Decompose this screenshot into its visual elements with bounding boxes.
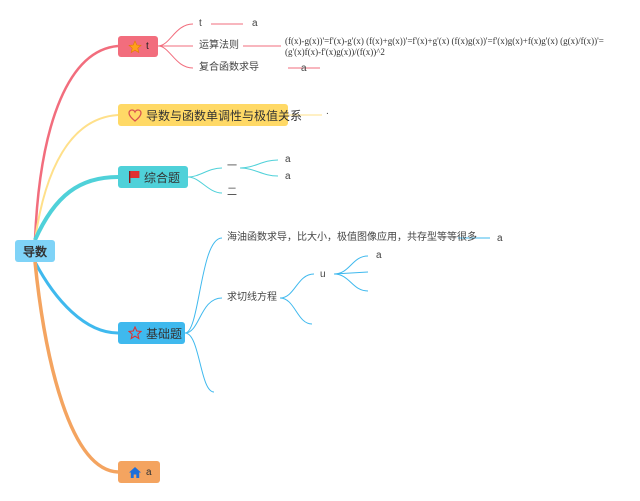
branch-t2: [34, 114, 119, 241]
t3-child-1-leaf-1[interactable]: a: [285, 154, 291, 165]
branch-t4: [33, 261, 119, 335]
branch-t5: [33, 261, 119, 474]
heart-icon: [128, 108, 142, 122]
t1-child-1-leaf[interactable]: a: [252, 18, 258, 29]
t4-child-1-label[interactable]: 海油函数求导，比大小，极值图像应用，共存型等等很多: [227, 232, 477, 243]
t3-c1-edge-2: [239, 167, 279, 177]
t3-edge-1: [187, 167, 223, 178]
topic-t2-label: 导数与函数单调性与极值关系: [146, 108, 303, 123]
t4-child-2-sub[interactable]: u: [320, 269, 326, 280]
topic-t5[interactable]: a: [118, 461, 160, 483]
t4-c2-edge-1: [279, 273, 315, 299]
topic-t1-label: t: [146, 41, 149, 52]
t4-c2-u-edge-3: [333, 273, 369, 292]
t3-child-2-label[interactable]: 二: [227, 187, 237, 198]
topic-t2[interactable]: 导数与函数单调性与极值关系: [118, 104, 302, 126]
t1-edge-3: [157, 45, 194, 69]
t4-child-1-leaf[interactable]: a: [497, 233, 503, 244]
flag-icon: [128, 170, 140, 184]
topic-t3[interactable]: 综合题: [118, 166, 188, 188]
t4-child-2-leaf[interactable]: a: [376, 250, 382, 261]
t4-c2-u-edge-1: [333, 255, 369, 275]
t4-edge-3: [184, 332, 215, 393]
t3-child-1-label[interactable]: 一: [227, 161, 237, 172]
t4-c2-edge-2: [279, 297, 313, 325]
t4-edge-2: [184, 297, 223, 334]
star-outline-icon: [128, 326, 142, 340]
t4-c2-u-edge-2: [333, 271, 369, 275]
branch-t3: [33, 175, 119, 241]
t2-leaf[interactable]: .: [326, 106, 329, 117]
branch-t1: [33, 44, 119, 241]
t3-child-1-leaf-2[interactable]: a: [285, 171, 291, 182]
topic-t3-label: 综合题: [144, 170, 181, 185]
topic-t4[interactable]: 基础题: [118, 322, 185, 344]
t1-child-3-label[interactable]: 复合函数求导: [199, 62, 259, 73]
root-node[interactable]: 导数: [15, 240, 55, 262]
t4-child-2-label[interactable]: 求切线方程: [227, 292, 277, 303]
topic-t4-label: 基础题: [146, 326, 183, 341]
star-icon: [128, 39, 142, 54]
topic-t5-label: a: [146, 466, 152, 478]
t1-formula-line1[interactable]: (f(x)-g(x))'=f'(x)-g'(x) (f(x)+g(x))'=f'…: [285, 36, 604, 46]
t3-edge-2: [187, 176, 223, 194]
t1-formula-line2[interactable]: (g'(x)f(x)-f'(x)g(x))/(f(x))^2: [285, 47, 385, 57]
home-icon: [128, 466, 142, 479]
t3-c1-edge-1: [239, 159, 279, 169]
t1-edge-1: [157, 23, 194, 47]
t1-child-1-label[interactable]: t: [199, 18, 202, 29]
t1-child-3-leaf[interactable]: a: [301, 63, 307, 74]
t4-edge-1: [184, 237, 223, 334]
topic-t1[interactable]: t: [118, 36, 158, 57]
t1-child-2-label[interactable]: 运算法则: [199, 40, 239, 51]
root-label: 导数: [22, 244, 47, 259]
